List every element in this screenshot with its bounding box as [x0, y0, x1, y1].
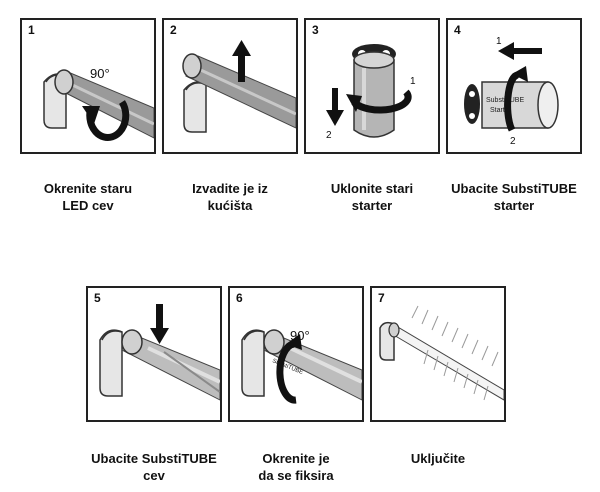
- down-arrow-icon: [156, 304, 163, 330]
- angle-label: 90°: [290, 328, 310, 343]
- step-number: 4: [454, 23, 461, 37]
- step-5-panel: 5: [86, 286, 222, 422]
- step-3-panel: 3 1 2: [304, 18, 440, 154]
- rotate-arrow-icon: [276, 340, 297, 404]
- step-number: 1: [28, 23, 35, 37]
- step-1-caption: Okrenite staru LED cev: [43, 181, 133, 213]
- tube-end-cap: [182, 53, 202, 79]
- label-2: 2: [326, 130, 332, 141]
- step-5-caption: Ubacite SubstiTUBE cev: [91, 451, 217, 483]
- tube-end-cap: [263, 329, 285, 355]
- step-4-panel: 4 SubstiTUBE Starter 1 2: [446, 18, 582, 154]
- rotate-arrow-icon: [351, 89, 412, 114]
- tube-end-cap: [121, 329, 143, 355]
- step-number: 2: [170, 23, 177, 37]
- up-arrow-icon: [238, 54, 245, 82]
- step-1-panel: 1 90°: [20, 18, 156, 154]
- light-rays-icon: [411, 305, 499, 401]
- step-2-caption: Izvadite je iz kućišta: [192, 181, 268, 213]
- down-arrow-icon: [332, 88, 338, 112]
- rotate-to-lock-illustration: SubstiTUBE 90°: [241, 328, 362, 404]
- step-7-panel: 7: [370, 286, 506, 422]
- step-4-caption: Ubacite SubstiTUBE starter: [451, 181, 577, 213]
- tube-end-cap: [54, 69, 74, 95]
- label-1: 1: [496, 36, 502, 47]
- step-6-panel: 6 SubstiTUBE 90°: [228, 286, 364, 422]
- angle-label: 90°: [90, 66, 110, 81]
- lamp-holder: [99, 329, 123, 397]
- step-number: 6: [236, 291, 243, 305]
- lamp-holder: [241, 329, 265, 397]
- insert-substitube-tube-illustration: [99, 304, 220, 401]
- step-2-panel: 2: [162, 18, 298, 154]
- starter-text: Starter: [490, 107, 512, 114]
- lift-tube-out-illustration: [182, 40, 296, 133]
- remove-tube-rotate-illustration: 90°: [43, 66, 154, 141]
- step-number: 7: [378, 291, 385, 305]
- label-2: 2: [510, 136, 516, 147]
- step-number: 5: [94, 291, 101, 305]
- step-number: 3: [312, 23, 319, 37]
- left-arrow-icon: [512, 48, 542, 54]
- starter-socket: [464, 84, 480, 124]
- step-7-caption: Uključite: [410, 451, 466, 466]
- switch-on-illustration: [379, 305, 504, 401]
- remove-starter-illustration: 1 2: [326, 44, 416, 141]
- rotate-arrow-icon: [86, 100, 130, 141]
- insert-substitube-starter-illustration: SubstiTUBE Starter 1 2: [464, 36, 559, 147]
- step-6-caption: Okrenite je da se fiksira: [258, 451, 334, 483]
- lamp-holder: [183, 81, 207, 133]
- step-3-caption: Uklonite stari starter: [330, 181, 414, 213]
- label-1: 1: [410, 76, 416, 87]
